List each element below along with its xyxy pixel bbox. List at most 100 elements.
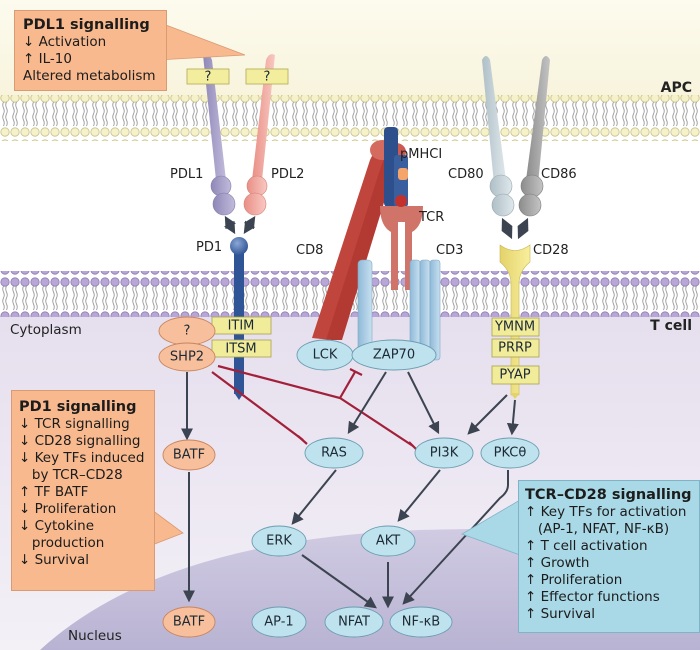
unknown-receptor-2: ? — [245, 68, 289, 85]
svg-text:AKT: AKT — [376, 534, 400, 549]
ymnm-motif: YMNM — [491, 317, 540, 337]
prrp-motif: PRRP — [491, 338, 540, 358]
cd86-cd28-arrow — [517, 217, 529, 240]
cd80-molecule — [482, 56, 515, 217]
pd1-signalling-box: PD1 signalling ↓ TCR signalling ↓ CD28 s… — [11, 390, 155, 591]
tcr-cd28-item: ↑ Effector functions — [525, 589, 660, 605]
shp2-node: SHP2 — [158, 342, 216, 372]
tcr-cd28-signalling-title: TCR–CD28 signalling — [525, 487, 692, 503]
pi3k-node: PI3K — [414, 437, 474, 469]
svg-text:?: ? — [264, 70, 271, 85]
svg-text:ZAP70: ZAP70 — [373, 348, 415, 363]
cd28-pi3k-arrow — [467, 394, 508, 435]
svg-text:PRRP: PRRP — [498, 341, 532, 356]
svg-text:ERK: ERK — [266, 534, 292, 549]
pdl2-molecule — [243, 54, 275, 216]
pdl2-pd1-arrow — [243, 215, 256, 235]
ras-node: RAS — [304, 437, 364, 469]
pd1-item: ↓ Key TFs induced — [19, 450, 145, 466]
ras-erk-arrow — [291, 469, 337, 525]
nucleus-label: Nucleus — [68, 628, 122, 644]
pd1-item: ↓ Proliferation — [19, 501, 117, 517]
tcr-cd28-item: ↑ T cell activation — [525, 538, 648, 554]
tcr-cd28-item: ↑ Growth — [525, 555, 590, 571]
pdl2-label: PDL2 — [271, 167, 304, 182]
pmhci-label: pMHCI — [400, 147, 442, 162]
ap1-node: AP-1 — [251, 606, 307, 638]
pd1-signalling-title: PD1 signalling — [19, 399, 137, 415]
tcr-label: TCR — [418, 210, 444, 225]
svg-text:PI3K: PI3K — [430, 446, 459, 461]
unknown-receptor-1: ? — [186, 68, 230, 85]
pdl1-item: ↑ IL-10 — [23, 51, 72, 67]
svg-text:LCK: LCK — [313, 348, 338, 363]
apc-label: APC — [661, 80, 692, 96]
tcell-label: T cell — [650, 318, 692, 334]
svg-text:PYAP: PYAP — [499, 368, 530, 383]
svg-text:BATF: BATF — [173, 615, 205, 630]
shp2-inhibits-ras — [211, 371, 304, 441]
pi3k-akt-arrow — [397, 469, 441, 522]
cd80-cd28-arrow — [501, 217, 513, 240]
pkc-nfkb-arrow — [402, 470, 509, 605]
apc-membrane — [0, 95, 700, 141]
pdl1-pd1-arrow — [224, 215, 236, 235]
itim-motif: ITIM — [211, 316, 272, 335]
pd1-item: ↓ TCR signalling — [19, 416, 130, 432]
pd1-item: by TCR–CD28 — [19, 467, 123, 483]
pd1-item: production — [19, 535, 105, 551]
pdl1-molecule — [203, 54, 236, 216]
nfat-node: NFAT — [324, 606, 384, 638]
cd8-label: CD8 — [296, 243, 323, 258]
tcr-cd28-item: ↑ Key TFs for activation — [525, 504, 687, 520]
tcr-cd28-item: (AP-1, NFAT, NF-κB) — [525, 521, 670, 537]
pdl1-label: PDL1 — [170, 167, 203, 182]
erk-node: ERK — [251, 525, 307, 557]
svg-text:NFAT: NFAT — [338, 615, 370, 630]
svg-text:AP-1: AP-1 — [264, 615, 293, 630]
pyap-motif: PYAP — [491, 365, 540, 385]
svg-text:?: ? — [205, 70, 212, 85]
pdl1-item: Altered metabolism — [23, 68, 156, 84]
cd80-label: CD80 — [448, 167, 484, 182]
svg-text:YMNM: YMNM — [494, 320, 535, 335]
svg-text:BATF: BATF — [173, 448, 205, 463]
svg-text:SHP2: SHP2 — [170, 350, 204, 365]
pdl1-signalling-box: PDL1 signalling ↓ Activation ↑ IL-10 Alt… — [14, 10, 167, 91]
pkc-theta-node: PKCθ — [480, 437, 540, 469]
svg-text:RAS: RAS — [321, 446, 347, 461]
zap70-node: ZAP70 — [351, 339, 437, 371]
pdl1-item: ↓ Activation — [23, 34, 107, 50]
batf-cytoplasm-node: BATF — [162, 439, 216, 471]
cd28-label: CD28 — [533, 243, 569, 258]
cd86-label: CD86 — [541, 167, 577, 182]
cytoplasm-label: Cytoplasm — [10, 322, 82, 338]
svg-text:NF-κB: NF-κB — [402, 615, 440, 630]
pd1-item: ↓ Survival — [19, 552, 90, 568]
zap70-ras-arrow — [347, 371, 387, 435]
tcr-cd28-item: ↑ Proliferation — [525, 572, 623, 588]
batf-nucleus-node: BATF — [162, 606, 216, 638]
svg-text:PKCθ: PKCθ — [494, 446, 527, 461]
itsm-motif: ITSM — [211, 339, 272, 358]
cd28-pkc-arrow — [506, 399, 519, 436]
cd3-molecule — [357, 259, 441, 361]
shp2-inhibits-lck-zap70 — [339, 371, 356, 399]
lck-node: LCK — [296, 339, 354, 371]
erk-nfat-arrow — [301, 554, 377, 609]
pd1-item: ↓ Cytokine — [19, 518, 95, 534]
cd86-molecule — [518, 56, 550, 217]
pd1-item: ↓ CD28 signalling — [19, 433, 141, 449]
inhibition-lines — [211, 364, 418, 451]
zap70-pi3k-arrow — [407, 371, 440, 435]
unknown-phosphatase-node: ? — [158, 316, 216, 346]
cd3-label: CD3 — [436, 243, 463, 258]
pmhci-molecule — [384, 127, 408, 207]
svg-text:ITSM: ITSM — [225, 342, 256, 357]
svg-text:?: ? — [184, 324, 191, 339]
tcr-cd28-item: ↑ Survival — [525, 606, 596, 622]
pd1-item: ↑ TF BATF — [19, 484, 89, 500]
activation-arrows — [181, 371, 519, 609]
pd1-label: PD1 — [196, 240, 222, 255]
